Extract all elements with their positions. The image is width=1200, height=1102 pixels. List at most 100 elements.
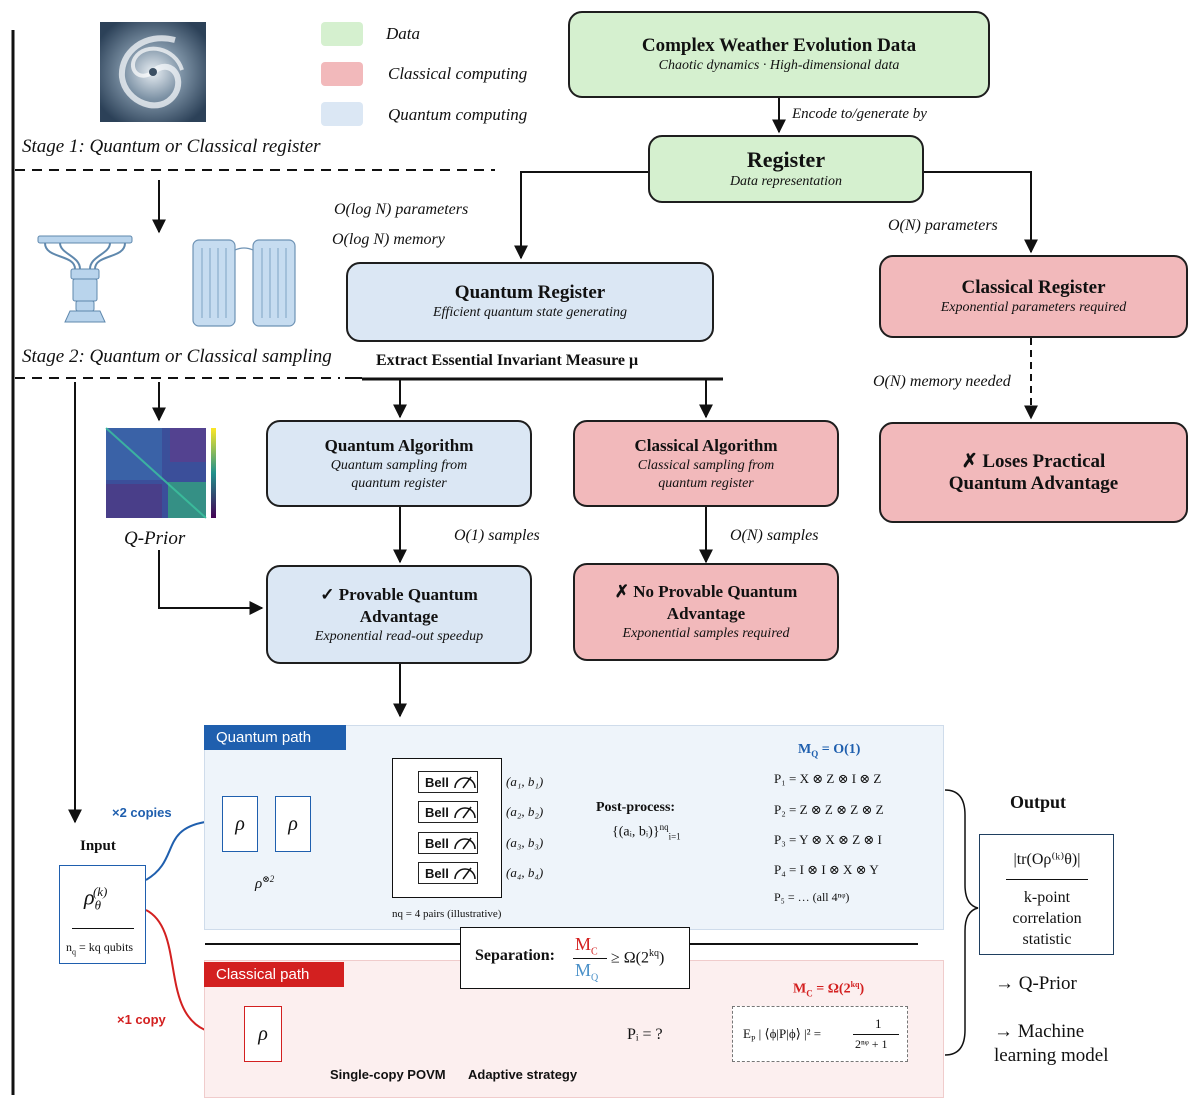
input-label: Input — [80, 838, 116, 854]
bell-measurement-3: Bell — [418, 832, 478, 854]
sep-bound-text: ≥ Ω(2 — [611, 949, 649, 967]
quantum-algorithm-subtitle: Quantum sampling from quantum register — [330, 457, 468, 491]
legend-label-quantum: Quantum computing — [388, 105, 528, 124]
stage1-label: Stage 1: Quantum or Classical register — [22, 136, 321, 157]
no-provable-advantage-title: ✗ No Provable Quantum Advantage — [614, 582, 798, 623]
legend-swatch-classical — [321, 62, 363, 86]
quantum-register-title: Quantum Register — [454, 282, 606, 303]
pauli-unknown-label: Pᵢ = ? — [627, 1026, 663, 1043]
n-memory-label: O(N) memory needed — [873, 373, 1011, 390]
meter-icon — [454, 776, 476, 789]
ep-symbol: E — [743, 1026, 751, 1041]
trace-expression: |tr(Oρ⁽ᵏ⁾θ)| — [1013, 851, 1081, 868]
post-process-set-text: {(aᵢ, bᵢ)} — [612, 824, 660, 840]
weather-data-subtitle: Chaotic dynamics · High-dimensional data — [658, 57, 900, 73]
encode-label: Encode to/generate by — [792, 106, 927, 122]
nq-rest: = kq qubits — [76, 940, 134, 954]
classical-register-title: Classical Register — [961, 276, 1106, 298]
no-provable-advantage-box: ✗ No Provable Quantum Advantage Exponent… — [573, 563, 839, 661]
quantum-register-box: Quantum Register Efficient quantum state… — [346, 262, 714, 342]
input-state-box: ρθ(k) nq = kq qubits — [59, 865, 146, 964]
separation-numerator: MC — [575, 934, 598, 958]
mc-subscript: C — [806, 988, 813, 999]
loses-advantage-box: ✗ Loses Practical Quantum Advantage — [879, 422, 1188, 523]
separation-box: Separation: MC MQ ≥ Ω(2kq) — [460, 927, 690, 989]
bell-measurement-4: Bell — [418, 862, 478, 884]
loses-advantage-title: ✗ Loses Practical Quantum Advantage — [948, 450, 1119, 494]
separation-label: Separation: — [475, 947, 555, 964]
expectation-formula: EP | ⟨ϕ|P|ϕ⟩ |² = — [743, 1026, 821, 1044]
mc-symbol: M — [793, 981, 807, 997]
sep-bound-exponent: kq — [649, 948, 659, 959]
meter-icon — [454, 837, 476, 850]
classical-register-box: Classical Register Exponential parameter… — [879, 255, 1188, 338]
provable-advantage-title: ✓ Provable Quantum Advantage — [320, 584, 478, 626]
quantum-path-panel — [204, 725, 944, 930]
nq-subscript: q — [72, 947, 76, 957]
weather-data-title: Complex Weather Evolution Data — [641, 34, 917, 56]
legend-swatch-data — [321, 22, 363, 46]
on-samples-label: O(N) samples — [730, 527, 819, 544]
input-rho-theta: ρθ(k) — [84, 884, 108, 913]
rho-copy-2: ρ — [275, 796, 311, 852]
weather-data-box: Complex Weather Evolution Data Chaotic d… — [568, 11, 990, 98]
sep-mq-subscript: Q — [591, 972, 599, 984]
quantum-register-subtitle: Efficient quantum state generating — [432, 305, 628, 320]
rho-tensor-symbol: ρ — [255, 876, 263, 892]
separation-bound: ≥ Ω(2kq) — [611, 948, 665, 967]
meter-icon — [454, 867, 476, 880]
kpoint-statistic-label: k-point correlation statistic — [1012, 889, 1082, 948]
extract-measure-label: Extract Essential Invariant Measure μ — [376, 352, 639, 369]
bell-label-3: Bell — [425, 835, 449, 851]
classical-algorithm-title: Classical Algorithm — [634, 435, 778, 455]
mc-value: = Ω(2 — [812, 981, 851, 997]
stage2-label: Stage 2: Quantum or Classical sampling — [22, 346, 332, 367]
povm-label: Single-copy POVM — [330, 1067, 446, 1082]
sep-mq-symbol: M — [575, 960, 592, 980]
mc-exponent: kq — [850, 980, 860, 989]
pair-outcome-2: (a₂, b₂) — [506, 804, 544, 819]
n-params-label: O(N) parameters — [888, 217, 998, 234]
pauli-3: P₃ = Y ⊗ X ⊗ Z ⊗ I — [774, 832, 882, 847]
register-title: Register — [746, 147, 826, 172]
o1-samples-label: O(1) samples — [454, 527, 540, 544]
logn-params-label: O(log N) parameters — [334, 201, 469, 218]
register-box: Register Data representation — [648, 135, 924, 203]
bell-measurement-2: Bell — [418, 801, 478, 823]
q-prior-label: Q-Prior — [124, 528, 186, 549]
quantum-path-tag: Quantum path — [204, 725, 346, 750]
bell-measurement-1: Bell — [418, 771, 478, 793]
input-qubit-count: nq = kq qubits — [66, 940, 133, 956]
classical-path-tag: Classical path — [204, 962, 344, 987]
logn-memory-label: O(log N) memory — [332, 231, 445, 248]
classical-server-racks-illustration — [190, 236, 298, 330]
no-provable-advantage-subtitle: Exponential samples required — [622, 626, 790, 641]
output-statistic-box: |tr(Oρ⁽ᵏ⁾θ)| k-point correlation statist… — [979, 834, 1114, 955]
separation-denominator: MQ — [575, 960, 598, 984]
input-rho-symbol: ρ — [84, 884, 95, 910]
pauli-2: P₂ = Z ⊗ Z ⊗ Z ⊗ Z — [774, 802, 884, 817]
fraction-numerator: 1 — [875, 1016, 882, 1031]
sep-mc-subscript: C — [591, 946, 598, 958]
pair-outcome-4: (a₄, b₄) — [506, 865, 544, 880]
mq-label: MQ = O(1) — [798, 742, 860, 759]
pauli-5: P₅ = … (all 4ⁿᵠ) — [774, 890, 850, 904]
classical-register-subtitle: Exponential parameters required — [940, 299, 1127, 315]
quantum-algorithm-box: Quantum Algorithm Quantum sampling from … — [266, 420, 532, 507]
expectation-formula-box: EP | ⟨ϕ|P|ϕ⟩ |² = 1 2ⁿᵠ + 1 — [732, 1006, 908, 1062]
pair-outcome-1: (a₁, b₁) — [506, 774, 544, 789]
bell-label-2: Bell — [425, 804, 449, 820]
mq-value: = O(1) — [818, 742, 861, 757]
rho-single-copy: ρ — [244, 1006, 282, 1062]
post-process-set: {(aᵢ, bᵢ)}nqi=1 — [612, 822, 681, 842]
to-qprior-label: → Q-Prior — [995, 973, 1077, 994]
pauli-1: P₁ = X ⊗ Z ⊗ I ⊗ Z — [774, 771, 882, 786]
mq-symbol: M — [798, 742, 812, 757]
q-prior-heatmap — [102, 424, 220, 522]
ep-rest: | ⟨ϕ|P|ϕ⟩ |² = — [755, 1026, 822, 1041]
post-process-label: Post-process: — [596, 800, 676, 815]
mq-subscript: Q — [811, 748, 819, 759]
bell-label-1: Bell — [425, 774, 449, 790]
sep-mc-symbol: M — [575, 934, 592, 954]
provable-advantage-box: ✓ Provable Quantum Advantage Exponential… — [266, 565, 532, 664]
